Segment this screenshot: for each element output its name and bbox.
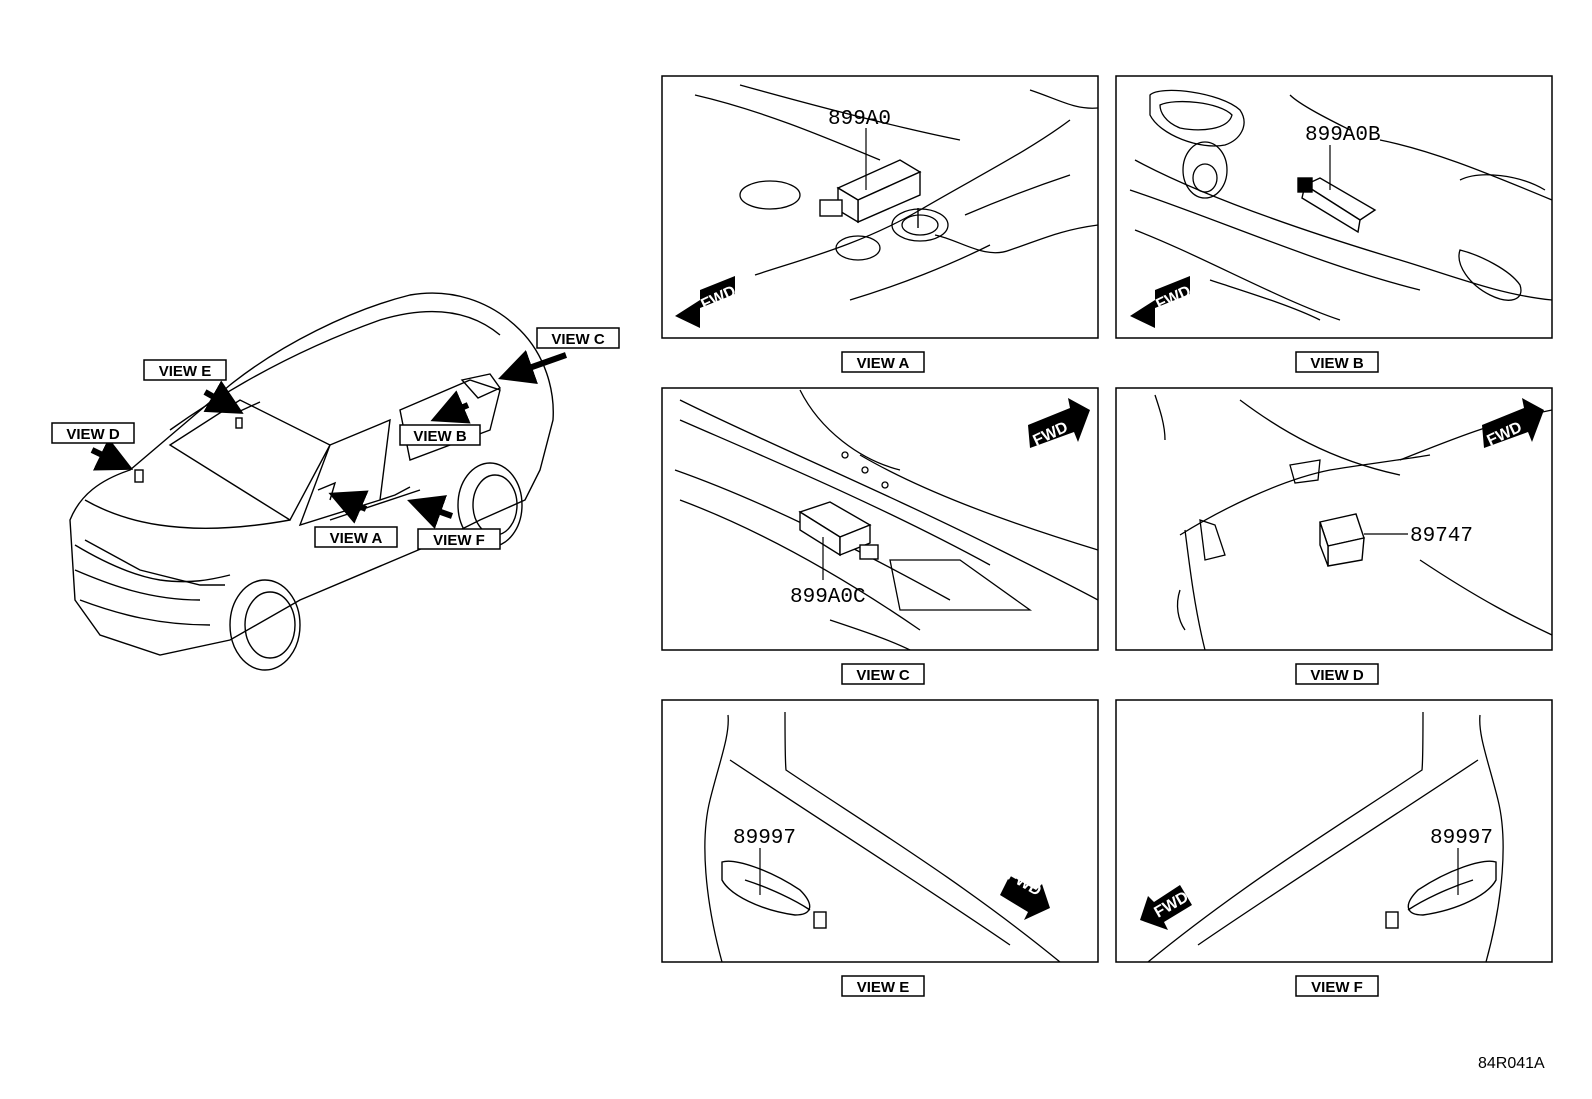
panel-c-linework (674, 389, 1099, 651)
part-label-89747: 89747 (1410, 525, 1473, 548)
caption-view-a: VIEW A (857, 355, 910, 372)
part-label-899a0b: 899A0B (1305, 124, 1381, 147)
panel-view-c: 899A0C FWD VIEW C (661, 387, 1099, 685)
part-label-89997-f: 89997 (1430, 827, 1493, 850)
part-label-899a0c: 899A0C (790, 586, 866, 609)
panel-view-d: 89747 FWD VIEW D (1115, 387, 1553, 685)
panel-view-a: 899A0 FWD VIEW A (661, 75, 1099, 373)
diagram-code: 84R041A (1478, 1055, 1545, 1072)
panel-d-linework (1154, 394, 1553, 651)
part-899a0b-shape (1297, 177, 1377, 234)
caption-view-e: VIEW E (857, 979, 910, 996)
panel-a-linework (694, 84, 1099, 301)
panel-b-linework (1129, 89, 1553, 321)
vehicle-overview (69, 292, 554, 671)
caption-view-d: VIEW D (1310, 667, 1364, 684)
svg-text:VIEW F: VIEW F (433, 532, 485, 549)
svg-text:VIEW A: VIEW A (330, 530, 383, 547)
callout-view-f: VIEW F (417, 528, 501, 550)
caption-view-f: VIEW F (1311, 979, 1363, 996)
panel-view-f: 89997 FWD VIEW F (1115, 699, 1553, 997)
callout-view-c: VIEW C (536, 327, 620, 349)
panel-view-e: 89997 FWD VIEW E (661, 699, 1099, 997)
caption-view-b: VIEW B (1310, 355, 1364, 372)
part-label-89997-e: 89997 (733, 827, 796, 850)
part-899a0-shape (819, 159, 922, 228)
callout-view-e: VIEW E (143, 359, 227, 381)
svg-text:VIEW D: VIEW D (66, 426, 120, 443)
handle-e-shape (721, 860, 827, 929)
callout-view-d: VIEW D (51, 422, 135, 444)
callout-view-a: VIEW A (314, 526, 398, 548)
svg-text:VIEW B: VIEW B (413, 428, 467, 445)
svg-text:VIEW E: VIEW E (159, 363, 212, 380)
overview-arrows (90, 350, 567, 530)
svg-text:VIEW C: VIEW C (551, 331, 605, 348)
part-89747-shape (1319, 513, 1365, 567)
handle-f-shape (1385, 860, 1497, 929)
callout-view-b: VIEW B (399, 424, 481, 446)
panel-view-b: 899A0B FWD VIEW B (1115, 75, 1553, 373)
caption-view-c: VIEW C (856, 667, 910, 684)
overview-callouts: VIEW E VIEW D VIEW C VIEW B VIEW A VIEW … (51, 327, 620, 550)
part-899a0c-shape (798, 501, 879, 560)
part-label-899a0: 899A0 (828, 108, 891, 131)
